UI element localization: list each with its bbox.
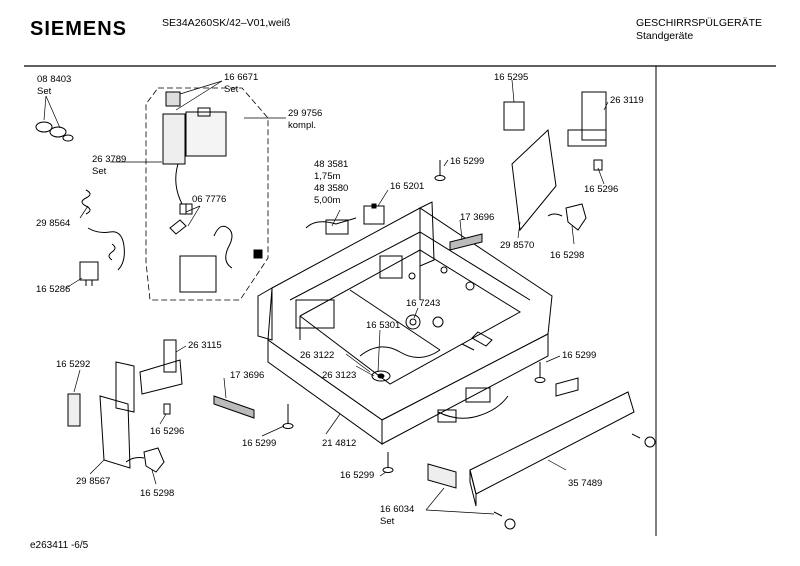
rail-173696-top (449, 233, 483, 251)
label-165299-bottom: 16 5299 (340, 470, 374, 481)
screw-165299-top (434, 160, 446, 181)
label-298570: 29 8570 (500, 240, 534, 251)
part-labels: 08 8403 Set 16 6671 Set 29 9756 kompl. 2… (36, 72, 644, 527)
label-166034: 16 6034 (380, 504, 414, 515)
right-bracket-set (503, 91, 607, 232)
rail-173696-left (213, 395, 255, 419)
label-165301: 16 5301 (366, 320, 400, 331)
cable-loom-front (437, 377, 579, 423)
label-166671: 16 6671 (224, 72, 258, 83)
leader-lines (43, 79, 609, 515)
label-263789: 26 3789 (92, 154, 126, 165)
cable-harness-48358x (305, 203, 385, 235)
label-165201: 16 5201 (390, 181, 424, 192)
label-165298-left: 16 5298 (140, 488, 174, 499)
label-088403-set: Set (37, 86, 52, 97)
pressure-switch-assembly (162, 91, 263, 293)
model-number: SE34A260SK/42–V01,weiß (162, 17, 291, 29)
category-title: GESCHIRRSPÜLGERÄTE (636, 17, 763, 29)
label-263119: 26 3119 (610, 95, 644, 106)
label-357489: 35 7489 (568, 478, 602, 489)
left-bracket-set (67, 339, 183, 473)
label-483580: 48 3580 (314, 183, 348, 194)
label-165299-right: 16 5299 (562, 350, 596, 361)
hose-clamps (35, 121, 74, 142)
label-298564: 29 8564 (36, 218, 70, 229)
label-165298-right: 16 5298 (550, 250, 584, 261)
label-167243: 16 7243 (406, 298, 440, 309)
label-165296-right: 16 5296 (584, 184, 618, 195)
kick-panel-357489 (469, 391, 656, 530)
label-263115: 26 3115 (188, 340, 222, 351)
screws-165299-lower (282, 362, 546, 473)
bracket-165286 (79, 261, 99, 286)
brand-logo: SIEMENS (30, 18, 128, 40)
label-165299-left: 16 5299 (242, 438, 276, 449)
label-175m: 1,75m (314, 171, 340, 182)
label-173696-left: 17 3696 (230, 370, 264, 381)
label-214812: 21 4812 (322, 438, 356, 449)
label-500m: 5,00m (314, 195, 340, 206)
label-298567: 29 8567 (76, 476, 110, 487)
drawing-id: e263411 -6/5 (30, 540, 89, 551)
label-088403: 08 8403 (37, 74, 71, 85)
label-483581: 48 3581 (314, 159, 348, 170)
label-165295: 16 5295 (494, 72, 528, 83)
label-263123: 26 3123 (322, 370, 356, 381)
label-165286: 16 5286 (36, 284, 70, 295)
label-166034-set: Set (380, 516, 395, 527)
spring-and-hose (81, 189, 125, 271)
label-165296-left: 16 5296 (150, 426, 184, 437)
label-263122: 26 3122 (300, 350, 334, 361)
label-263789-set: Set (92, 166, 107, 177)
base-frame (257, 201, 553, 445)
label-173696-top: 17 3696 (460, 212, 494, 223)
label-299756: 29 9756 (288, 108, 322, 119)
bracket-166034 (427, 463, 457, 489)
label-165299-top: 16 5299 (450, 156, 484, 167)
category-subtitle: Standgeräte (636, 30, 694, 42)
label-067776: 06 7776 (192, 194, 226, 205)
label-165292: 16 5292 (56, 359, 90, 370)
label-166671-set: Set (224, 84, 239, 95)
label-299756-kompl: kompl. (288, 120, 316, 131)
